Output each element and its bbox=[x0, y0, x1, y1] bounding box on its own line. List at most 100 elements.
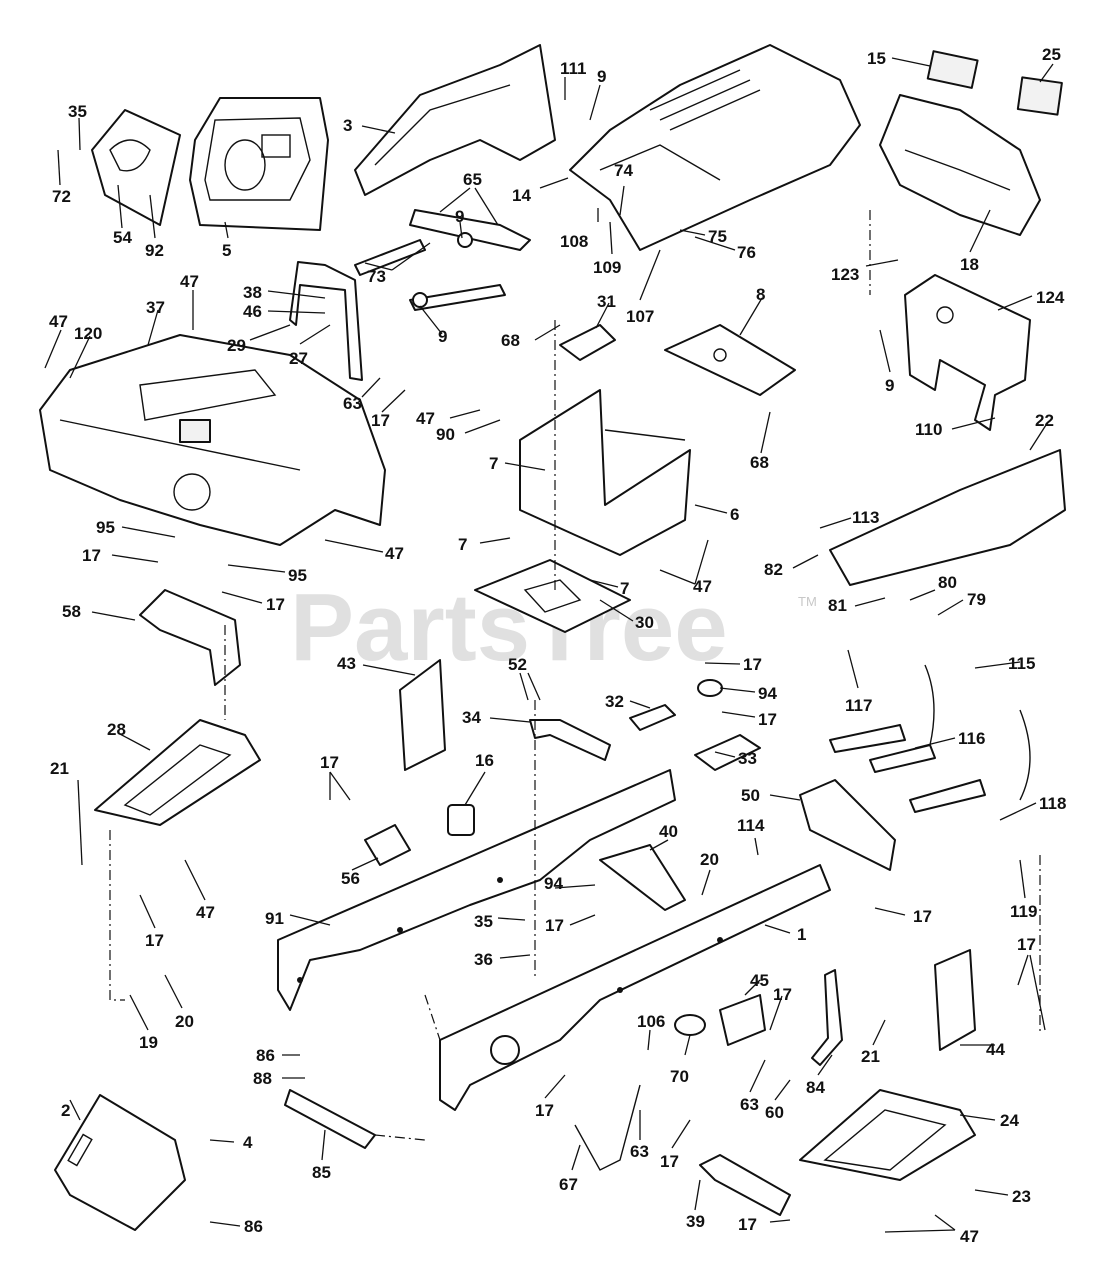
part-31-plate bbox=[559, 324, 616, 361]
callout-65: 65 bbox=[463, 170, 482, 189]
callout-37: 37 bbox=[146, 298, 165, 317]
part-30-plate bbox=[474, 559, 631, 633]
callout-109: 109 bbox=[593, 258, 621, 277]
part-39-bracket bbox=[699, 1154, 791, 1216]
callout-52: 52 bbox=[508, 655, 527, 674]
callout-107: 107 bbox=[626, 307, 654, 326]
callout-47: 47 bbox=[960, 1227, 979, 1246]
callout-3: 3 bbox=[343, 116, 352, 135]
part-67-rod bbox=[574, 1084, 641, 1171]
callout-88: 88 bbox=[253, 1069, 272, 1088]
part-84-arm bbox=[811, 969, 843, 1066]
part-65-73-links bbox=[354, 209, 531, 311]
callout-17: 17 bbox=[738, 1215, 757, 1234]
part-91-frame-rail bbox=[277, 769, 676, 1011]
callout-17: 17 bbox=[145, 931, 164, 950]
callout-17: 17 bbox=[320, 753, 339, 772]
callout-17: 17 bbox=[371, 411, 390, 430]
callout-95: 95 bbox=[96, 518, 115, 537]
part-37-fender bbox=[39, 334, 386, 546]
part-2-plate bbox=[54, 1094, 186, 1231]
part-18-grille-housing bbox=[879, 94, 1041, 236]
callout-17: 17 bbox=[773, 985, 792, 1004]
callout-81: 81 bbox=[828, 596, 847, 615]
part-1-frame-rail bbox=[439, 864, 831, 1111]
callout-50: 50 bbox=[741, 786, 760, 805]
callout-63: 63 bbox=[343, 394, 362, 413]
assembly-lines bbox=[109, 210, 1041, 1141]
callout-63: 63 bbox=[630, 1142, 649, 1161]
callout-2: 2 bbox=[61, 1101, 70, 1120]
callout-27: 27 bbox=[289, 349, 308, 368]
callout-17: 17 bbox=[913, 907, 932, 926]
callout-28: 28 bbox=[107, 720, 126, 739]
callout-44: 44 bbox=[986, 1040, 1005, 1059]
callout-113: 113 bbox=[852, 508, 879, 527]
part-29-bracket bbox=[289, 261, 363, 381]
part-33-bracket bbox=[694, 734, 761, 771]
part-6-seat-panel bbox=[519, 389, 691, 556]
callout-84: 84 bbox=[806, 1078, 825, 1097]
callout-124: 124 bbox=[1036, 288, 1065, 307]
callout-90: 90 bbox=[436, 425, 455, 444]
part-115-tube bbox=[924, 664, 1031, 801]
callout-18: 18 bbox=[960, 255, 979, 274]
callout-47: 47 bbox=[180, 272, 199, 291]
callout-119: 119 bbox=[1010, 902, 1037, 921]
callout-29: 29 bbox=[227, 336, 246, 355]
callout-25: 25 bbox=[1042, 45, 1061, 64]
part-45-bracket bbox=[719, 994, 766, 1046]
callout-72: 72 bbox=[52, 187, 71, 206]
part-14-hood bbox=[569, 44, 861, 251]
callout-38: 38 bbox=[243, 283, 262, 302]
part-56-bracket bbox=[364, 824, 411, 866]
part-110-bracket bbox=[904, 274, 1031, 431]
part-50-bracket bbox=[799, 779, 896, 871]
callout-34: 34 bbox=[462, 708, 481, 727]
callout-7: 7 bbox=[620, 579, 629, 598]
callout-17: 17 bbox=[266, 595, 285, 614]
callout-118: 118 bbox=[1039, 794, 1066, 813]
callout-8: 8 bbox=[756, 285, 765, 304]
callout-4: 4 bbox=[243, 1133, 253, 1152]
part-94-bumper bbox=[697, 679, 723, 697]
callout-20: 20 bbox=[175, 1012, 194, 1031]
part-8-plate bbox=[664, 324, 796, 396]
part-92-cover bbox=[91, 109, 181, 226]
part-116-pad bbox=[869, 744, 936, 773]
callout-94: 94 bbox=[758, 684, 777, 703]
callout-43: 43 bbox=[337, 654, 356, 673]
callout-54: 54 bbox=[113, 228, 132, 247]
callout-9: 9 bbox=[438, 327, 447, 346]
callout-85: 85 bbox=[312, 1163, 331, 1182]
callout-17: 17 bbox=[1017, 935, 1036, 954]
callout-123: 123 bbox=[831, 265, 859, 284]
callout-117: 117 bbox=[845, 696, 872, 715]
callout-7: 7 bbox=[489, 454, 498, 473]
callout-82: 82 bbox=[764, 560, 783, 579]
callout-115: 115 bbox=[1008, 654, 1035, 673]
callout-111: 111 bbox=[560, 59, 587, 78]
leader-lines bbox=[44, 57, 1054, 1233]
callout-47: 47 bbox=[49, 312, 68, 331]
part-40-bracket bbox=[599, 844, 686, 911]
callout-106: 106 bbox=[637, 1012, 665, 1031]
callout-47: 47 bbox=[196, 903, 215, 922]
callout-24: 24 bbox=[1000, 1111, 1019, 1130]
callout-63: 63 bbox=[740, 1095, 759, 1114]
callout-17: 17 bbox=[660, 1152, 679, 1171]
callout-45: 45 bbox=[750, 971, 769, 990]
callout-73: 73 bbox=[367, 267, 386, 286]
callout-95: 95 bbox=[288, 566, 307, 585]
part-118-bar bbox=[909, 779, 986, 813]
callout-91: 91 bbox=[265, 909, 284, 928]
callout-108: 108 bbox=[560, 232, 588, 251]
callout-116: 116 bbox=[958, 729, 985, 748]
callout-36: 36 bbox=[474, 950, 493, 969]
part-3-hood-side bbox=[354, 44, 556, 196]
callout-17: 17 bbox=[743, 655, 762, 674]
callout-92: 92 bbox=[145, 241, 164, 260]
callout-74: 74 bbox=[614, 161, 633, 180]
callout-30: 30 bbox=[635, 613, 654, 632]
